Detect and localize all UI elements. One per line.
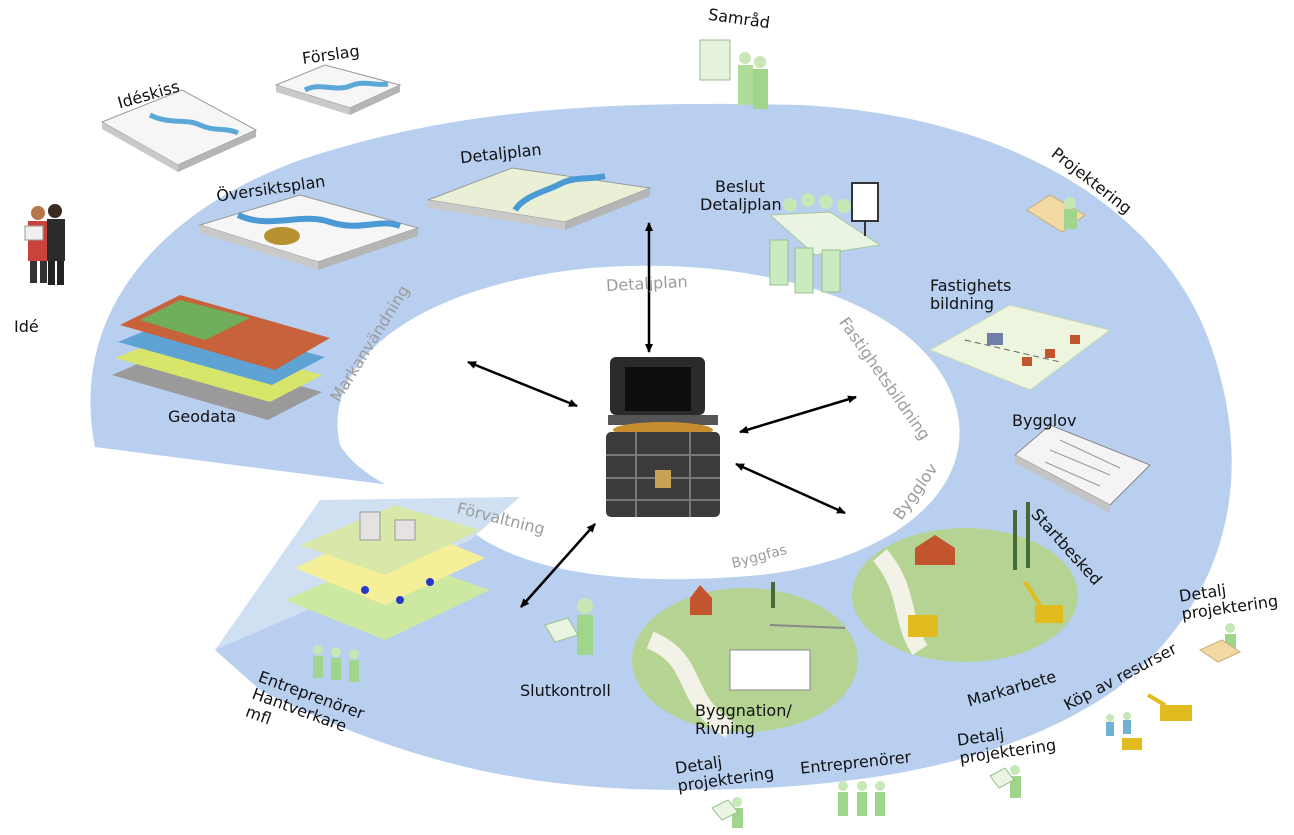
label-ide: Idé [14, 317, 39, 336]
inspector-icon [544, 598, 593, 655]
consultation-people-icon [699, 39, 768, 109]
workers-icon [838, 781, 885, 816]
treasure-chest-icon [606, 357, 720, 517]
city-network-layers-icon [285, 505, 490, 640]
designer-at-desk-icon [711, 797, 743, 828]
sketch-map-icon [100, 89, 258, 172]
arrow-bygglov [735, 462, 846, 515]
groundwork-excavator-icon [852, 502, 1078, 662]
council-meeting-icon [768, 182, 882, 294]
construction-site-icon [632, 582, 858, 738]
designer-at-desk-icon [1198, 623, 1242, 663]
workers-icon [313, 645, 359, 682]
arrow-fastighetsbildning [739, 395, 857, 434]
detail-plan-map-icon [426, 167, 652, 230]
label-byggnation-rivning: Byggnation/ Rivning [695, 701, 792, 739]
designer-at-desk-icon [1026, 194, 1086, 233]
proposal-map-icon [274, 64, 402, 115]
property-parcels-icon [928, 304, 1112, 391]
people-reading-plan-icon [24, 204, 65, 285]
label-beslut-detaljplan: Beslut Detaljplan [700, 177, 782, 215]
geodata-layers-icon [112, 295, 330, 420]
arrow-markanvandning [467, 360, 578, 408]
overview-map-icon [198, 194, 420, 270]
arrows [467, 222, 857, 608]
label-slutkontroll: Slutkontroll [520, 681, 611, 700]
label-geodata: Geodata [168, 407, 237, 426]
label-bygglov: Bygglov [1012, 411, 1077, 430]
arrow-forvaltning [520, 523, 596, 608]
machines-and-workers-icon [1106, 693, 1192, 750]
building-permit-drawing-icon [1014, 424, 1151, 513]
designer-at-desk-icon [989, 765, 1021, 798]
label-fastighetsbildning: Fastighets bildning [930, 276, 1012, 314]
